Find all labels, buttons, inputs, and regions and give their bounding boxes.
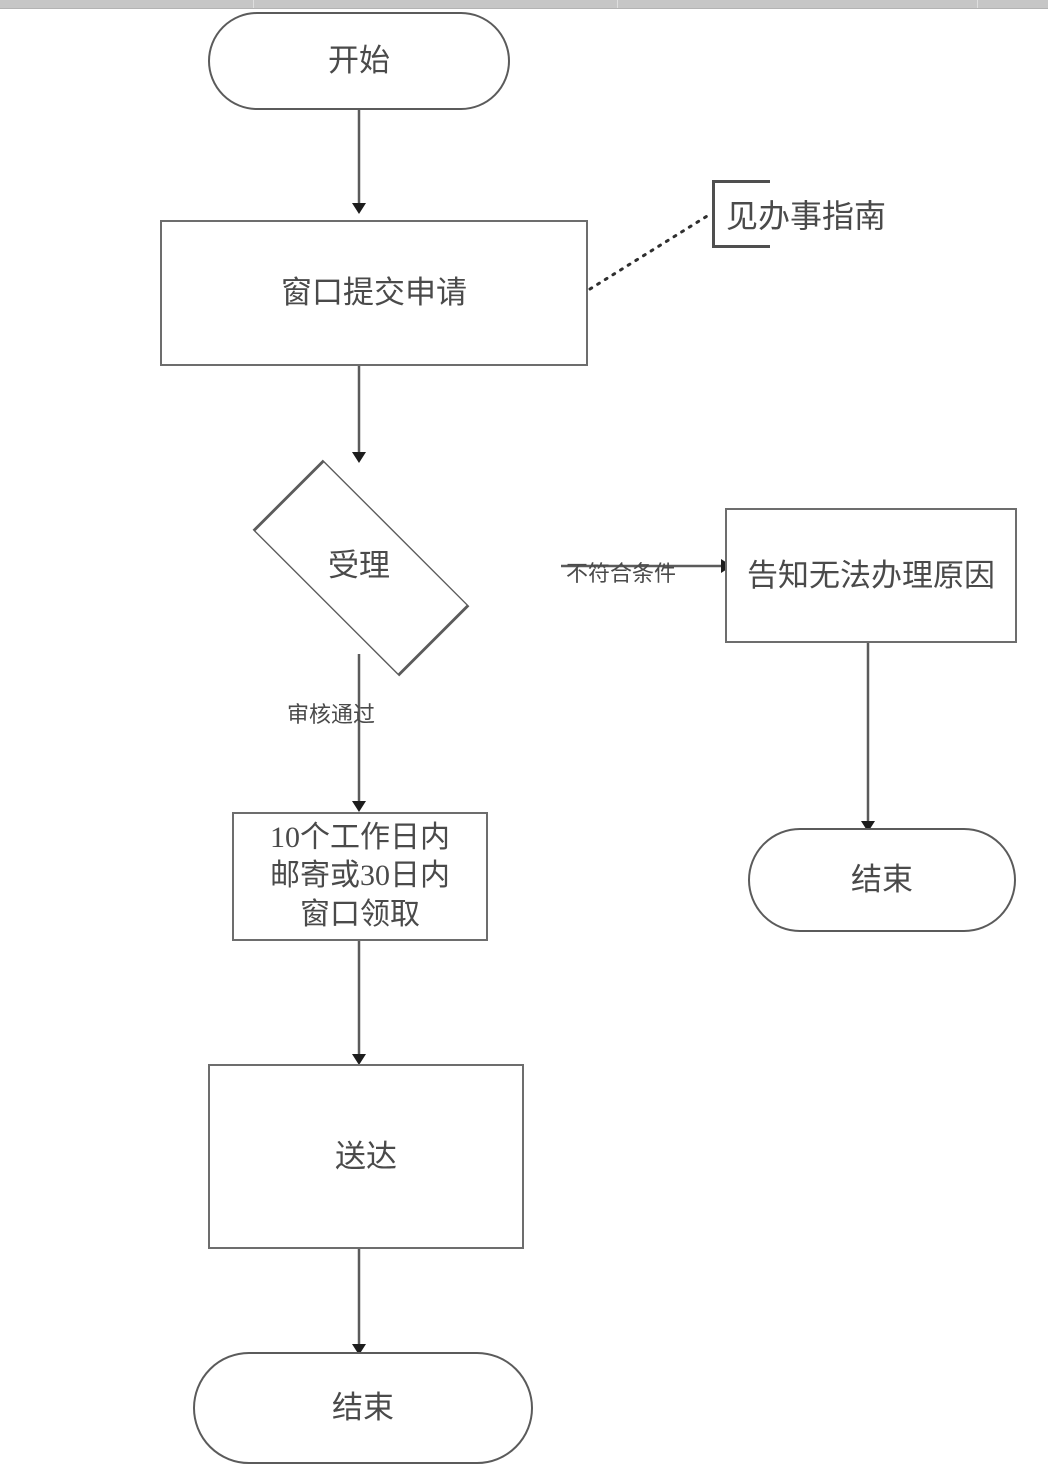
node-end-alt[interactable]: 结束 (748, 828, 1016, 932)
node-inform-rejection-reason[interactable]: 告知无法办理原因 (725, 508, 1017, 643)
node-start[interactable]: 开始 (208, 12, 510, 110)
edge-label-not-qualified: 不符合条件 (566, 561, 677, 586)
annotation-service-guide-label: 见办事指南 (726, 198, 887, 234)
node-deliver-label: 送达 (335, 1138, 397, 1174)
node-submit-application-label: 窗口提交申请 (281, 275, 467, 311)
node-start-label: 开始 (328, 43, 390, 79)
node-end-main[interactable]: 结束 (193, 1352, 533, 1464)
node-end-alt-label: 结束 (851, 862, 913, 898)
annotation-service-guide[interactable]: 见办事指南 (712, 180, 942, 248)
ruler-tick (977, 0, 978, 8)
edge-label-review-passed: 审核通过 (287, 702, 376, 727)
node-decision-accept[interactable]: 受理 (157, 459, 561, 677)
document-ruler (0, 0, 1048, 9)
edge-submit-to-guide-dotted (588, 211, 714, 291)
node-deliver[interactable]: 送达 (208, 1064, 524, 1249)
node-end-main-label: 结束 (332, 1390, 394, 1426)
node-decision-accept-label: 受理 (328, 548, 390, 584)
annotation-bracket-icon (712, 180, 770, 248)
node-delivery-window[interactable]: 10个工作日内 邮寄或30日内 窗口领取 (232, 812, 488, 941)
ruler-tick (253, 0, 254, 8)
node-submit-application[interactable]: 窗口提交申请 (160, 220, 588, 366)
node-delivery-window-label: 10个工作日内 邮寄或30日内 窗口领取 (270, 820, 450, 931)
node-inform-rejection-reason-label: 告知无法办理原因 (747, 557, 995, 593)
ruler-tick (617, 0, 618, 8)
